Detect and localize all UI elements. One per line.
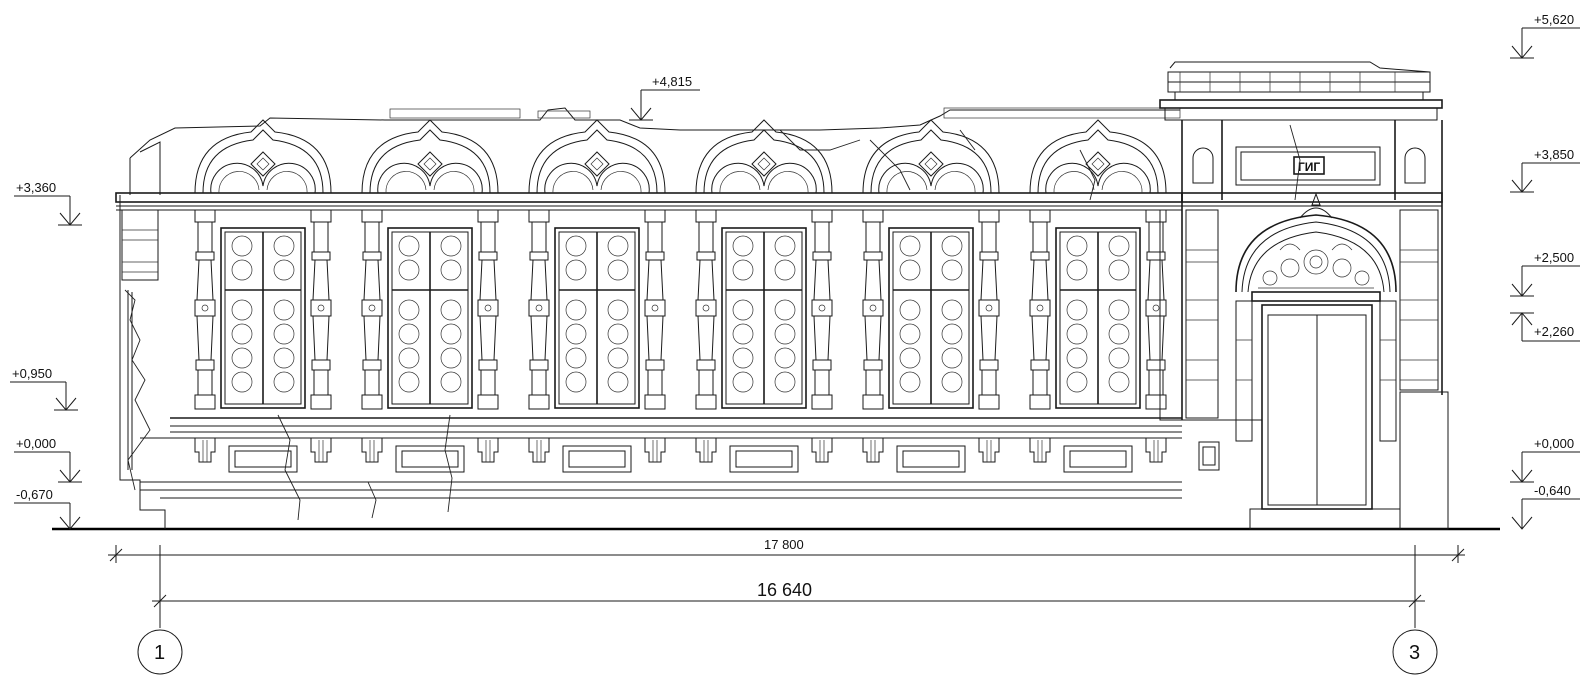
elevation-marks-right: +5,620 +3,850 +2,500 +2,260 +0,000 -0,64… bbox=[1510, 12, 1580, 530]
elevation-mark: +0,000 bbox=[14, 436, 82, 483]
corner-pilaster bbox=[121, 209, 1183, 421]
window-bay bbox=[1029, 119, 1167, 473]
elevation-mark: +3,850 bbox=[1510, 147, 1580, 193]
window-bay bbox=[695, 119, 833, 473]
elevation-label: -0,640 bbox=[1534, 483, 1571, 498]
elevation-mark: -0,640 bbox=[1511, 483, 1580, 530]
elevation-mark: +2,500 bbox=[1510, 250, 1580, 297]
dimension-overall: 17 800 bbox=[108, 537, 1465, 563]
axis-marker-3: 3 bbox=[1392, 629, 1438, 675]
dimension-label-axis-span: 16 640 bbox=[757, 580, 812, 600]
window-bay bbox=[528, 119, 666, 473]
elevation-label: +0,950 bbox=[12, 366, 52, 381]
elevation-mark: -0,670 bbox=[14, 487, 81, 530]
window-bays bbox=[121, 119, 1183, 473]
axis-label: 1 bbox=[154, 642, 165, 664]
elevation-label: +0,000 bbox=[1534, 436, 1574, 451]
elevation-label: +2,260 bbox=[1534, 324, 1574, 339]
axis-marker-1: 1 bbox=[137, 629, 183, 675]
dimension-label-overall: 17 800 bbox=[764, 537, 804, 552]
dimension-axis-span: 16 640 bbox=[152, 545, 1425, 628]
elevation-label: -0,670 bbox=[16, 487, 53, 502]
window-bay bbox=[862, 119, 1000, 473]
sign-text: ГИГ bbox=[1298, 160, 1320, 174]
elevation-mark: +0,000 bbox=[1510, 436, 1580, 483]
elevation-mark: +2,260 bbox=[1510, 312, 1580, 342]
entrance-tower: ГИГ bbox=[1159, 61, 1449, 530]
elevation-label: +2,500 bbox=[1534, 250, 1574, 265]
elevation-label: +3,360 bbox=[16, 180, 56, 195]
elevation-mark: +0,950 bbox=[10, 366, 78, 411]
elevation-label: +0,000 bbox=[16, 436, 56, 451]
elevation-label: +4,815 bbox=[652, 74, 692, 89]
elevation-label: +5,620 bbox=[1534, 12, 1574, 27]
crack-lines bbox=[277, 124, 1301, 521]
elevation-label: +3,850 bbox=[1534, 147, 1574, 162]
window-bay bbox=[361, 119, 499, 473]
elevation-mark: +3,360 bbox=[14, 180, 82, 226]
axis-label: 3 bbox=[1409, 642, 1420, 664]
elevation-marks-left: +3,360 +0,950 +0,000 -0,670 bbox=[10, 180, 82, 530]
elevation-mark-top: +4,815 bbox=[629, 74, 700, 121]
main-facade bbox=[115, 107, 1183, 529]
window-bay bbox=[194, 119, 332, 473]
elevation-mark: +5,620 bbox=[1510, 12, 1580, 59]
